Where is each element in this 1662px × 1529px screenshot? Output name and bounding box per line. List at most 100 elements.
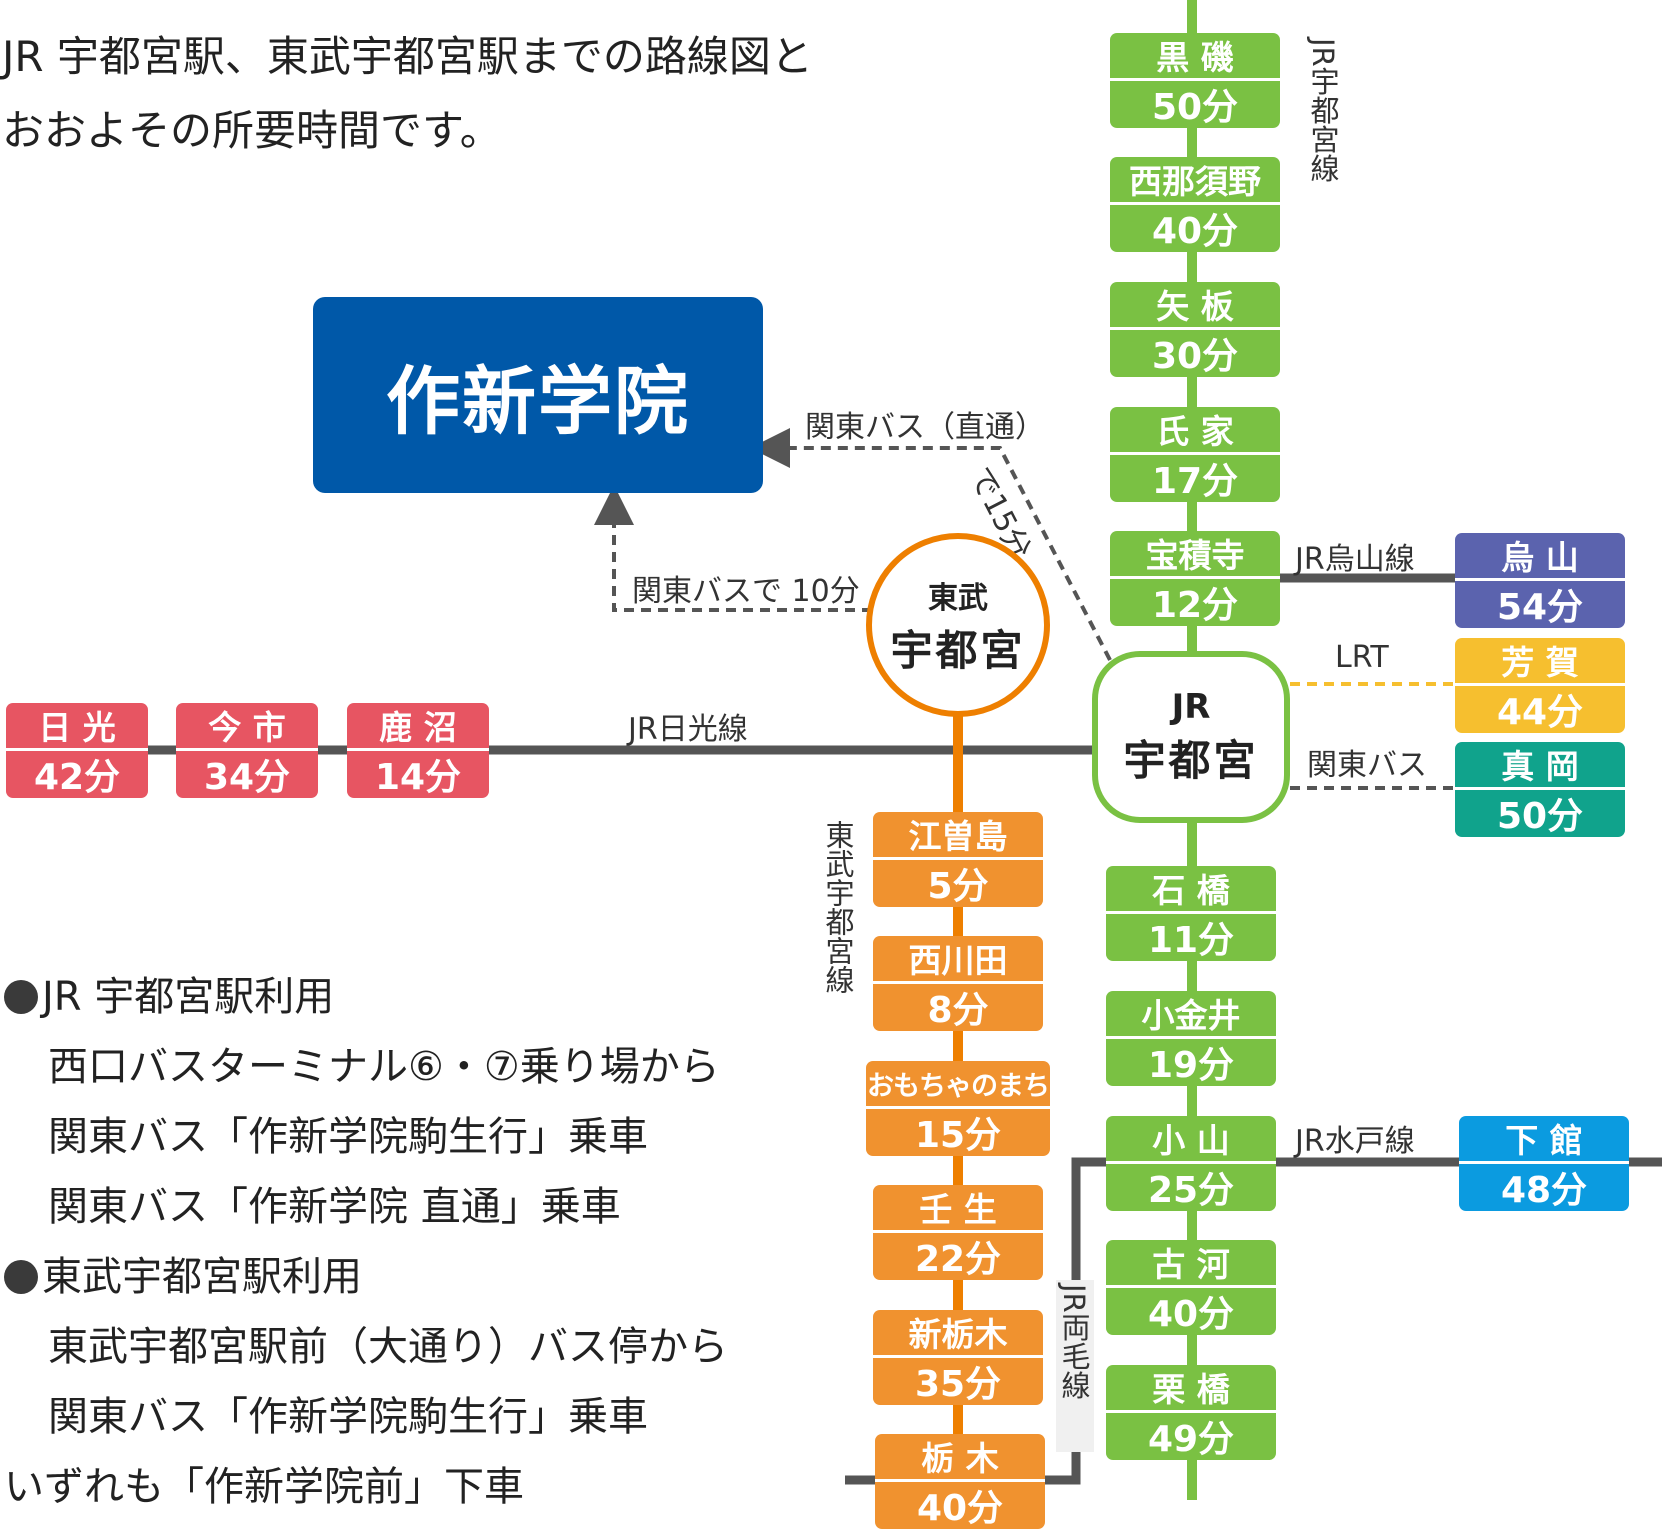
station-esojima[interactable]: 江曽島 5分 — [873, 812, 1043, 907]
station-time: 14分 — [347, 751, 489, 799]
station-name: 矢 板 — [1110, 282, 1280, 330]
school-box: 作新学院 — [313, 297, 763, 493]
station-haga[interactable]: 芳 賀 44分 — [1455, 638, 1625, 733]
bullet-icon — [4, 1260, 38, 1294]
footer-note: いずれも「作新学院前」下車 — [4, 1452, 728, 1522]
tobu-usage-line-1: 東武宇都宮駅前（大通り）バス停から — [4, 1312, 728, 1382]
tobu-usage-heading: 東武宇都宮駅利用 — [4, 1242, 728, 1312]
jr-usage-line-1: 西口バスターミナル⑥・⑦乗り場から — [4, 1032, 728, 1102]
station-name: 西川田 — [873, 936, 1043, 984]
station-name: おもちゃのまち — [866, 1061, 1050, 1109]
station-time: 40分 — [1106, 1288, 1276, 1336]
station-time: 44分 — [1455, 686, 1625, 734]
station-time: 22分 — [873, 1233, 1043, 1281]
station-time: 54分 — [1455, 581, 1625, 629]
station-hoshakuji[interactable]: 宝積寺 12分 — [1110, 531, 1280, 626]
station-karasuyama[interactable]: 烏 山 54分 — [1455, 533, 1625, 628]
jr-usage-heading: JR 宇都宮駅利用 — [4, 962, 728, 1032]
station-imaichi[interactable]: 今 市 34分 — [176, 703, 318, 798]
station-name: 日 光 — [6, 703, 148, 751]
station-time: 17分 — [1110, 455, 1280, 503]
station-name: 今 市 — [176, 703, 318, 751]
station-name: 江曽島 — [873, 812, 1043, 860]
jr-utsunomiya-hub[interactable]: JR 宇都宮 — [1092, 651, 1290, 823]
station-name: 芳 賀 — [1455, 638, 1625, 686]
station-ujiie[interactable]: 氏 家 17分 — [1110, 407, 1280, 502]
station-name: 小金井 — [1106, 991, 1276, 1039]
station-nikko[interactable]: 日 光 42分 — [6, 703, 148, 798]
station-kurihashi[interactable]: 栗 橋 49分 — [1106, 1365, 1276, 1460]
station-tochigi[interactable]: 栃 木 40分 — [875, 1434, 1045, 1529]
bullet-icon — [4, 980, 38, 1014]
station-nishikawada[interactable]: 西川田 8分 — [873, 936, 1043, 1031]
station-time: 19分 — [1106, 1039, 1276, 1087]
station-name: 石 橋 — [1106, 866, 1276, 914]
station-name: 宝積寺 — [1110, 531, 1280, 579]
station-time: 49分 — [1106, 1413, 1276, 1461]
station-name: 真 岡 — [1455, 742, 1625, 790]
station-name: 氏 家 — [1110, 407, 1280, 455]
station-name: 栗 橋 — [1106, 1365, 1276, 1413]
jr-ryomo-line-label: JR両毛線 — [1058, 1284, 1090, 1400]
jr-usage-line-3: 関東バス「作新学院 直通」乗車 — [4, 1172, 728, 1242]
station-name: 烏 山 — [1455, 533, 1625, 581]
station-time: 11分 — [1106, 914, 1276, 962]
station-name: 新栃木 — [873, 1310, 1043, 1358]
jr-karasuyama-line-label: JR烏山線 — [1295, 534, 1415, 578]
station-name: 古 河 — [1106, 1240, 1276, 1288]
station-name: 西那須野 — [1110, 157, 1280, 205]
station-nishinasuno[interactable]: 西那須野 40分 — [1110, 157, 1280, 252]
access-notes: JR 宇都宮駅利用 西口バスターミナル⑥・⑦乗り場から 関東バス「作新学院駒生行… — [4, 962, 728, 1522]
station-name: 栃 木 — [875, 1434, 1045, 1482]
station-time: 42分 — [6, 751, 148, 799]
station-time: 34分 — [176, 751, 318, 799]
kanto-bus-label: 関東バス — [1307, 740, 1427, 784]
tobu-hub-line1: 東武 — [928, 573, 988, 617]
station-mibu[interactable]: 壬 生 22分 — [873, 1185, 1043, 1280]
direct-bus-label: 関東バス（直通） — [805, 402, 1045, 446]
station-oyama[interactable]: 小 山 25分 — [1106, 1116, 1276, 1211]
station-moka[interactable]: 真 岡 50分 — [1455, 742, 1625, 837]
station-ishibashi[interactable]: 石 橋 11分 — [1106, 866, 1276, 961]
station-time: 12分 — [1110, 579, 1280, 627]
station-kuroiso[interactable]: 黒 磯 50分 — [1110, 33, 1280, 128]
station-time: 40分 — [875, 1482, 1045, 1529]
station-time: 15分 — [866, 1109, 1050, 1157]
station-name: 鹿 沼 — [347, 703, 489, 751]
jr-usage-line-2: 関東バス「作新学院駒生行」乗車 — [4, 1102, 728, 1172]
jr-usage-heading-text: JR 宇都宮駅利用 — [42, 974, 334, 1020]
jr-utsunomiya-line-label: JR宇都宮線 — [1307, 38, 1339, 183]
station-yaita[interactable]: 矢 板 30分 — [1110, 282, 1280, 377]
lrt-label: LRT — [1335, 640, 1389, 675]
tobu-hub-line2: 宇都宮 — [890, 617, 1025, 678]
intro-text: JR 宇都宮駅、東武宇都宮駅までの路線図と おおよその所要時間です。 — [2, 20, 813, 168]
tobu-utsunomiya-line-label: 東武宇都宮線 — [822, 820, 854, 994]
station-time: 35分 — [873, 1358, 1043, 1406]
station-time: 25分 — [1106, 1164, 1276, 1212]
station-time: 5分 — [873, 860, 1043, 908]
tobu-utsunomiya-hub[interactable]: 東武 宇都宮 — [866, 533, 1050, 717]
station-shimodate[interactable]: 下 館 48分 — [1459, 1116, 1629, 1211]
station-shintochigi[interactable]: 新栃木 35分 — [873, 1310, 1043, 1405]
station-name: 黒 磯 — [1110, 33, 1280, 81]
station-name: 下 館 — [1459, 1116, 1629, 1164]
jr-hub-line2: 宇都宮 — [1123, 727, 1258, 788]
tobu-bus-label: 関東バスで 10分 — [632, 566, 860, 610]
intro-line-2: おおよその所要時間です。 — [2, 94, 813, 168]
station-kanuma[interactable]: 鹿 沼 14分 — [347, 703, 489, 798]
station-time: 8分 — [873, 984, 1043, 1032]
jr-nikko-line-label: JR日光線 — [628, 704, 748, 748]
station-koga[interactable]: 古 河 40分 — [1106, 1240, 1276, 1335]
station-time: 30分 — [1110, 330, 1280, 378]
tobu-usage-heading-text: 東武宇都宮駅利用 — [42, 1254, 362, 1300]
station-time: 50分 — [1110, 81, 1280, 129]
station-time: 40分 — [1110, 205, 1280, 253]
station-omochanomachi[interactable]: おもちゃのまち 15分 — [866, 1061, 1050, 1156]
station-koganei[interactable]: 小金井 19分 — [1106, 991, 1276, 1086]
station-name: 小 山 — [1106, 1116, 1276, 1164]
station-name: 壬 生 — [873, 1185, 1043, 1233]
intro-line-1: JR 宇都宮駅、東武宇都宮駅までの路線図と — [2, 20, 813, 94]
jr-mito-line-label: JR水戸線 — [1295, 1116, 1415, 1160]
tobu-usage-line-2: 関東バス「作新学院駒生行」乗車 — [4, 1382, 728, 1452]
station-time: 50分 — [1455, 790, 1625, 838]
